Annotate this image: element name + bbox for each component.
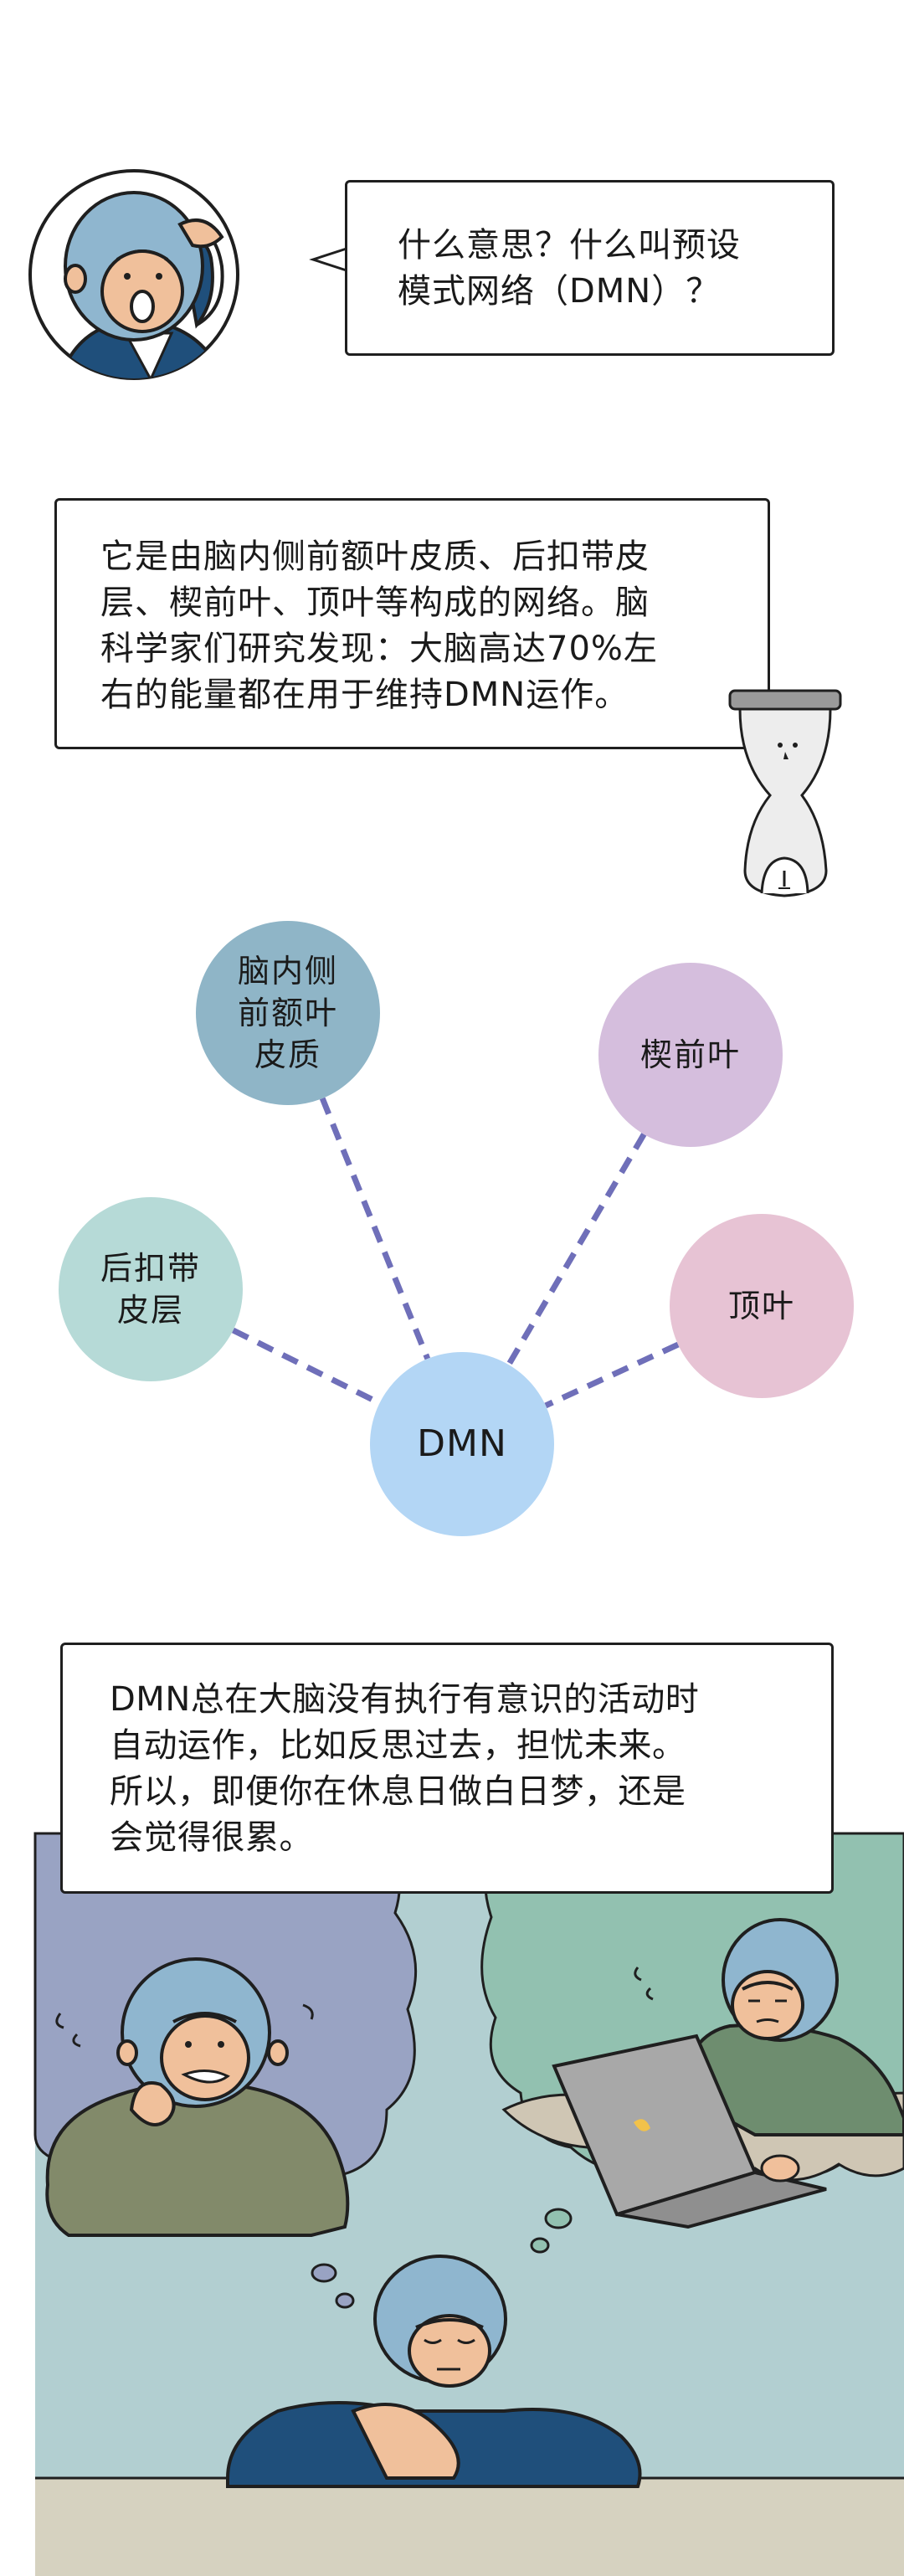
node-parietal-label: 顶叶 (727, 1288, 795, 1324)
explanation-bubble: 它是由脑内侧前额叶皮质、后扣带皮 层、楔前叶、顶叶等构成的网络。脑 科学家们研究… (54, 498, 770, 749)
question-bubble-tail (309, 243, 352, 285)
node-parietal: 顶叶 (670, 1214, 854, 1398)
node-dmn-center: DMN (370, 1352, 554, 1536)
node-precuneus: 楔前叶 (598, 963, 783, 1147)
node-mpfc-label: 脑内侧 前额叶 皮质 (237, 953, 338, 1073)
node-dmn-label: DMN (417, 1422, 507, 1465)
connector-node-mpfc (319, 1097, 431, 1360)
explanation-text: 它是由脑内侧前额叶皮质、后扣带皮 层、楔前叶、顶叶等构成的网络。脑 科学家们研究… (100, 537, 658, 714)
avatar-monkey-thinking (25, 166, 243, 383)
connector-node-parietal (544, 1341, 680, 1409)
hourglass-character (722, 682, 847, 904)
connector-node-precuneus (506, 1133, 647, 1366)
daydream-scene (33, 1832, 904, 2576)
question-bubble: 什么意思？什么叫预设 模式网络（DMN）？ (345, 180, 835, 356)
daydream-text: DMN总在大脑没有执行有意识的活动时 自动运作，比如反思过去，担忧未来。 所以，… (110, 1680, 700, 1857)
question-text: 什么意思？什么叫预设 模式网络（DMN）？ (398, 226, 741, 311)
node-pcc: 后扣带 皮层 (59, 1197, 243, 1381)
daydream-text-bubble: DMN总在大脑没有执行有意识的活动时 自动运作，比如反思过去，担忧未来。 所以，… (60, 1643, 834, 1894)
node-pcc-label: 后扣带 皮层 (100, 1250, 201, 1329)
node-mpfc: 脑内侧 前额叶 皮质 (196, 921, 380, 1105)
connector-node-pcc (231, 1327, 382, 1406)
node-precuneus-label: 楔前叶 (639, 1036, 741, 1073)
